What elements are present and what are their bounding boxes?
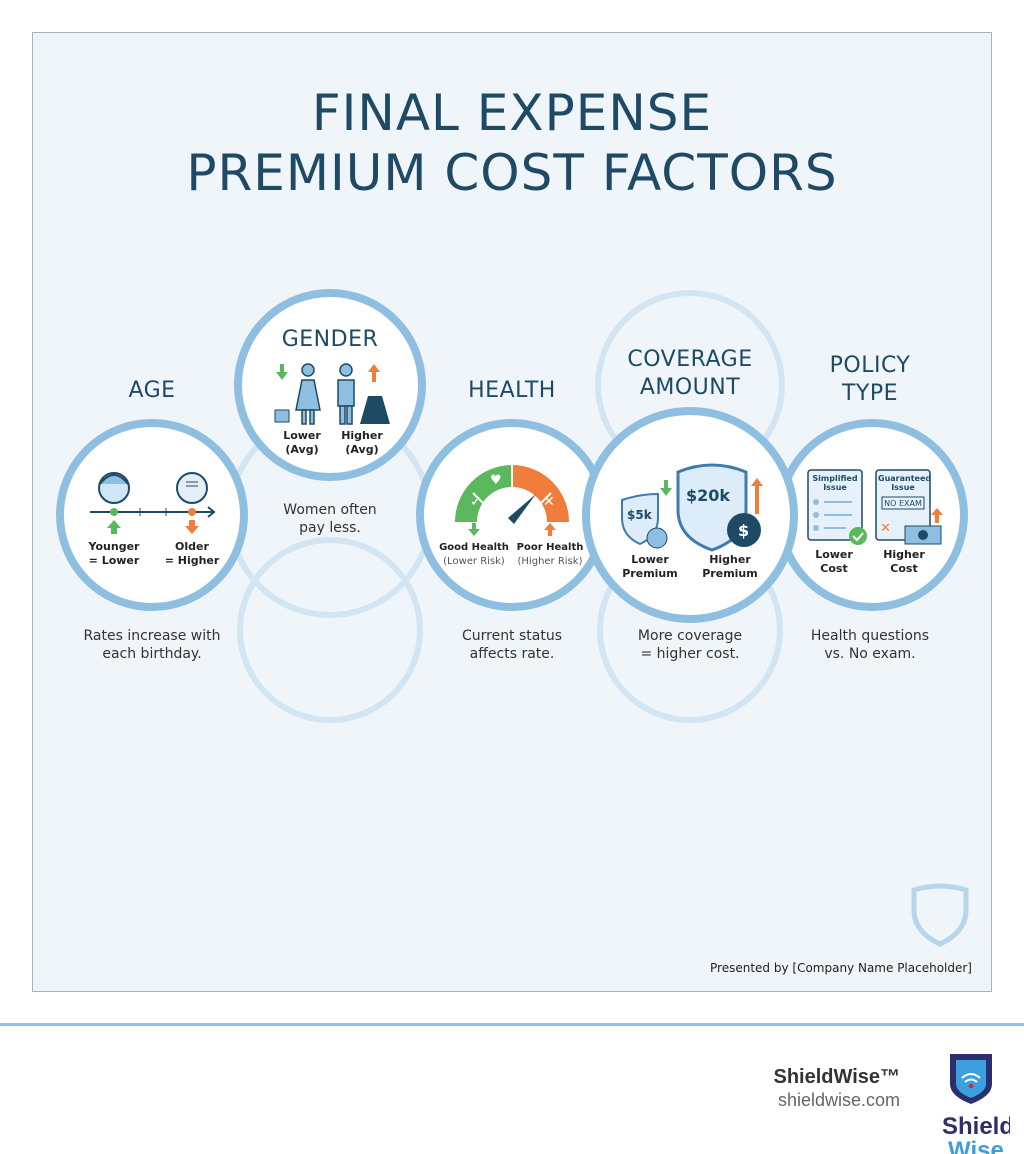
arrow-up-icon xyxy=(544,523,556,536)
health-gauge-icon: ✓ ♥ ✕ xyxy=(455,465,569,524)
circles-graphic: ✓ ♥ ✕ $ ✕ xyxy=(56,289,969,947)
young-face-icon xyxy=(98,472,130,504)
age-right-label: Older= Higher xyxy=(164,540,220,567)
arrow-down-icon xyxy=(660,480,672,496)
guaranteed-doc-icon xyxy=(875,469,931,541)
female-icon xyxy=(295,363,321,425)
arrow-down-icon xyxy=(468,523,480,536)
health-right-label: Poor Health(Higher Risk) xyxy=(516,542,584,567)
footer-divider xyxy=(0,1023,1024,1026)
svg-text:✓: ✓ xyxy=(470,494,482,510)
arrow-up-icon xyxy=(931,508,943,523)
gender-right-label: Higher(Avg) xyxy=(341,429,383,456)
svg-text:$: $ xyxy=(738,521,749,540)
age-label: AGE xyxy=(128,378,176,403)
x-icon: ✕ xyxy=(880,521,891,536)
arrow-up-icon xyxy=(107,520,121,534)
arrow-down-icon xyxy=(276,364,288,380)
footer-brand: ShieldWise™ xyxy=(773,1066,900,1088)
gender-left-label: Lower(Avg) xyxy=(283,429,321,456)
presented-by: Presented by [Company Name Placeholder] xyxy=(710,961,972,975)
gender-label: GENDER xyxy=(281,327,379,352)
title-line-1: FINAL EXPENSE xyxy=(311,84,713,142)
age-circle xyxy=(56,419,248,611)
svg-text:Shield: Shield xyxy=(942,1113,1010,1140)
small-weight-icon xyxy=(274,409,290,423)
arrow-up-icon xyxy=(368,364,380,382)
old-face-icon xyxy=(176,472,208,504)
age-timeline xyxy=(90,506,216,518)
male-icon xyxy=(337,363,355,425)
small-amount: $5k xyxy=(627,508,652,522)
check-icon xyxy=(849,527,867,545)
simplified-doc-icon xyxy=(807,469,863,541)
guaranteed-doc-title: Guaranteed Issue xyxy=(878,474,932,492)
title-line-2: PREMIUM COST FACTORS xyxy=(186,144,838,202)
arrow-down-icon xyxy=(185,520,199,534)
heavy-weight-icon xyxy=(360,396,390,424)
age-left-label: Younger= Lower xyxy=(88,540,140,567)
gender-circle xyxy=(234,289,426,481)
svg-text:✕: ✕ xyxy=(543,494,555,510)
arrow-up-icon xyxy=(751,478,763,514)
svg-text:Wise: Wise xyxy=(948,1137,1004,1154)
shieldwise-logo: Shield Wise xyxy=(942,1054,1010,1154)
large-amount: $20k xyxy=(686,486,731,505)
stamp-text: NO EXAM xyxy=(884,499,922,508)
footer-url[interactable]: shieldwise.com xyxy=(777,1090,900,1110)
watermark-shield-icon xyxy=(911,883,969,947)
health-label: HEALTH xyxy=(468,378,556,403)
large-money-bag-icon xyxy=(727,513,761,547)
coverage-caption: More coverage= higher cost. xyxy=(637,628,743,662)
simplified-doc-title: Simplified Issue xyxy=(812,474,858,492)
no-exam-stamp xyxy=(881,496,925,510)
svg-text:♥: ♥ xyxy=(490,473,502,488)
health-left-label: Good Health(Lower Risk) xyxy=(439,542,509,567)
small-money-bag-icon xyxy=(646,527,668,549)
